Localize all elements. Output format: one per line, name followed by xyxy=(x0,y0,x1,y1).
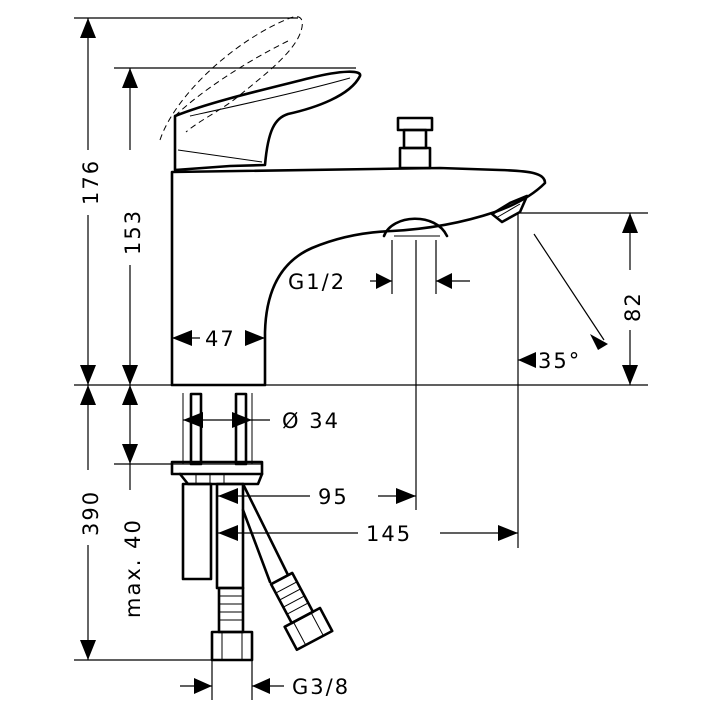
dim-total-height-label: 176 xyxy=(79,159,103,205)
dim-body-width-label: 47 xyxy=(205,327,236,351)
dim-spout-reach-label: 145 xyxy=(366,522,412,546)
dim-supply-length-label: 390 xyxy=(79,490,103,536)
faucet-body xyxy=(170,166,547,387)
arrowheads xyxy=(80,18,638,694)
dim-spout-height-label: 82 xyxy=(621,291,645,322)
dim-hose-thread-label: G3/8 xyxy=(292,675,350,699)
dim-flange-diameter-label: Ø 34 xyxy=(282,409,340,433)
dim-handle-height-label: 153 xyxy=(121,209,145,255)
supply-hoses xyxy=(181,482,334,662)
dim-connection-thread-label: G1/2 xyxy=(288,270,346,294)
dim-max-depth-label: max. 40 xyxy=(121,518,145,618)
mounting-shank xyxy=(170,392,264,486)
faucet-handle xyxy=(159,16,362,172)
dim-spout-angle-label: 35° xyxy=(538,349,581,373)
dim-diverter-offset-label: 95 xyxy=(318,485,349,509)
diverter-knob xyxy=(396,116,434,170)
